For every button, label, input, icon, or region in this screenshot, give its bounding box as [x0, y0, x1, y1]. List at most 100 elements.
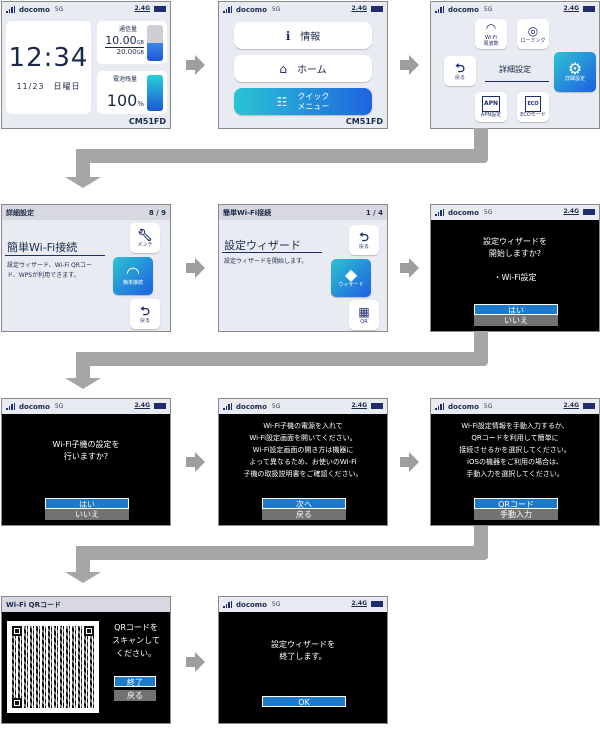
- dialog-message: 設定ウィザードを 終了します。: [271, 640, 335, 661]
- screen-header: 詳細設定 8 / 9: [2, 205, 170, 220]
- wifi-band: 2.4G: [563, 208, 579, 215]
- carrier-name: docomo: [448, 208, 479, 217]
- wifi-qr-screen: Wi-Fi QRコード QRコードを スキャンして ください。 終了 戻る: [1, 596, 171, 724]
- title-underline: [222, 252, 322, 253]
- flow-connector: [76, 352, 488, 366]
- roaming-label: ローミング: [520, 38, 546, 44]
- globe-roaming-icon: ◎: [527, 24, 539, 38]
- beginner-mark-icon: ◆: [344, 265, 358, 284]
- status-bar: docomo 5G 2.4G: [431, 399, 599, 414]
- back-button[interactable]: 戻る: [262, 509, 346, 520]
- wizard-start-dialog: docomo 5G 2.4G 設定ウィザードを 開始しますか? ・Wi-Fi設定…: [430, 204, 600, 332]
- model-name: CM51FD: [128, 117, 166, 126]
- dialog-message: Wi-Fi子機の電源を入れて Wi-Fi設定画面を開いてください。 Wi-Fi設…: [243, 422, 363, 478]
- battery-icon: [154, 403, 166, 409]
- battery-value: 100%: [106, 91, 144, 110]
- data-usage-card: 通信量 10.00GB 20.00GB: [97, 21, 167, 64]
- no-button[interactable]: いいえ: [45, 509, 129, 520]
- list-icon: ☷: [276, 94, 288, 109]
- carrier-name: docomo: [448, 402, 479, 411]
- finish-button[interactable]: 終了: [114, 676, 156, 687]
- arrow-down-icon: [65, 378, 101, 389]
- battery-icon: [583, 403, 595, 409]
- status-bar: docomo 5G 2.4G: [219, 399, 387, 414]
- menu-home-button[interactable]: ⌂ ホーム: [234, 55, 372, 82]
- manual-input-button[interactable]: 手動入力: [474, 509, 558, 520]
- home-screen: docomo 5G 2.4G 12:34 11/23 日曜日 通信量 10.00…: [1, 1, 171, 129]
- advanced-settings-screen: 詳細設定 8 / 9 簡単Wi-Fi接続 設定ウィザード、Wi-Fi QRコード…: [1, 204, 171, 332]
- data-total: 20.00GB: [116, 48, 144, 56]
- ok-button[interactable]: OK: [262, 696, 346, 707]
- arrow-down-icon: [65, 572, 101, 583]
- network-type: 5G: [271, 601, 281, 608]
- qr-instruction: QRコードを スキャンして ください。: [112, 623, 160, 658]
- wifi-band: 2.4G: [351, 402, 367, 409]
- easy-connect-tile[interactable]: ◠ 簡単接続: [113, 257, 153, 295]
- easy-connect-label: 簡単接続: [122, 280, 143, 286]
- flow-connector: [76, 352, 90, 378]
- power-on-dialog: docomo 5G 2.4G Wi-Fi子機の電源を入れて Wi-Fi設定画面を…: [218, 398, 388, 526]
- roaming-tile[interactable]: ◎ ローミング: [517, 19, 549, 49]
- wrench-icon: 🔧︎: [137, 228, 153, 242]
- yes-button[interactable]: はい: [474, 304, 558, 315]
- carrier-name: docomo: [19, 5, 50, 14]
- battery-icon: [154, 6, 166, 12]
- back-label: 戻る: [454, 75, 465, 81]
- qr-code-button[interactable]: QRコード: [474, 498, 558, 509]
- network-type: 5G: [54, 403, 64, 410]
- model-name: CM51FD: [345, 117, 383, 126]
- apn-icon: APN: [481, 96, 501, 112]
- wifi-band: 2.4G: [134, 5, 150, 12]
- qr-tile[interactable]: ▦ QR: [349, 300, 379, 330]
- back-label: 戻る: [358, 244, 369, 250]
- next-button[interactable]: 次へ: [262, 498, 346, 509]
- menu-quick-label: クイックメニュー: [297, 91, 330, 111]
- info-icon: ℹ: [285, 28, 291, 43]
- menu-info-button[interactable]: ℹ 情報: [234, 22, 372, 49]
- wifi-band-icon: ◠: [486, 21, 496, 35]
- qr-icon: ▦: [358, 305, 370, 319]
- maintenance-label: メンテ: [137, 242, 153, 248]
- flow-connector: [76, 149, 488, 163]
- no-button[interactable]: いいえ: [474, 315, 558, 326]
- back-button[interactable]: 戻る: [114, 690, 156, 701]
- back-tile[interactable]: ⮌ 戻る: [444, 56, 476, 86]
- page-indicator: 8 / 9: [148, 208, 166, 217]
- advanced-settings-tile[interactable]: ⚙ 詳細設定: [554, 52, 596, 92]
- maintenance-tile[interactable]: 🔧︎ メンテ: [130, 223, 160, 253]
- wizard-finish-dialog: docomo 5G 2.4G 設定ウィザードを 終了します。 OK: [218, 596, 388, 724]
- yes-button[interactable]: はい: [45, 498, 129, 509]
- battery-gauge: [147, 75, 163, 111]
- section-description: 設定ウィザードを開始します。: [224, 258, 308, 265]
- flow-connector: [76, 546, 90, 572]
- network-type: 5G: [483, 403, 493, 410]
- clock-date: 11/23 日曜日: [16, 82, 81, 91]
- battery-label: 電池残量: [112, 76, 137, 83]
- apn-label: APN設定: [480, 112, 502, 118]
- apn-tile[interactable]: APN APN設定: [475, 92, 507, 122]
- signal-icon: [6, 6, 15, 13]
- back-label: 戻る: [139, 318, 150, 324]
- eco-tile[interactable]: ECO ECOモード: [517, 92, 549, 122]
- data-gauge: [147, 25, 163, 61]
- carrier-name: docomo: [236, 5, 267, 14]
- wizard-label: ウィザード: [338, 282, 364, 288]
- page-indicator: 1 / 4: [365, 208, 383, 217]
- back-tile[interactable]: ⮌ 戻る: [130, 299, 160, 329]
- wizard-tile[interactable]: ◆ ウィザード: [331, 259, 371, 297]
- arrow-down-icon: [65, 177, 101, 188]
- easy-connect-icon: ◠: [126, 263, 140, 282]
- back-tile[interactable]: ⮌ 戻る: [349, 225, 379, 255]
- wifi-band: 2.4G: [134, 402, 150, 409]
- back-icon: ⮌: [140, 304, 150, 318]
- title-underline: [5, 255, 105, 256]
- dialog-message: 設定ウィザードを 開始しますか? ・Wi-Fi設定: [483, 237, 547, 282]
- status-bar: docomo 5G 2.4G: [2, 2, 170, 17]
- menu-quick-button[interactable]: ☷ クイックメニュー: [234, 88, 372, 115]
- battery-icon: [371, 601, 383, 607]
- battery-icon: [371, 403, 383, 409]
- signal-icon: [435, 209, 444, 216]
